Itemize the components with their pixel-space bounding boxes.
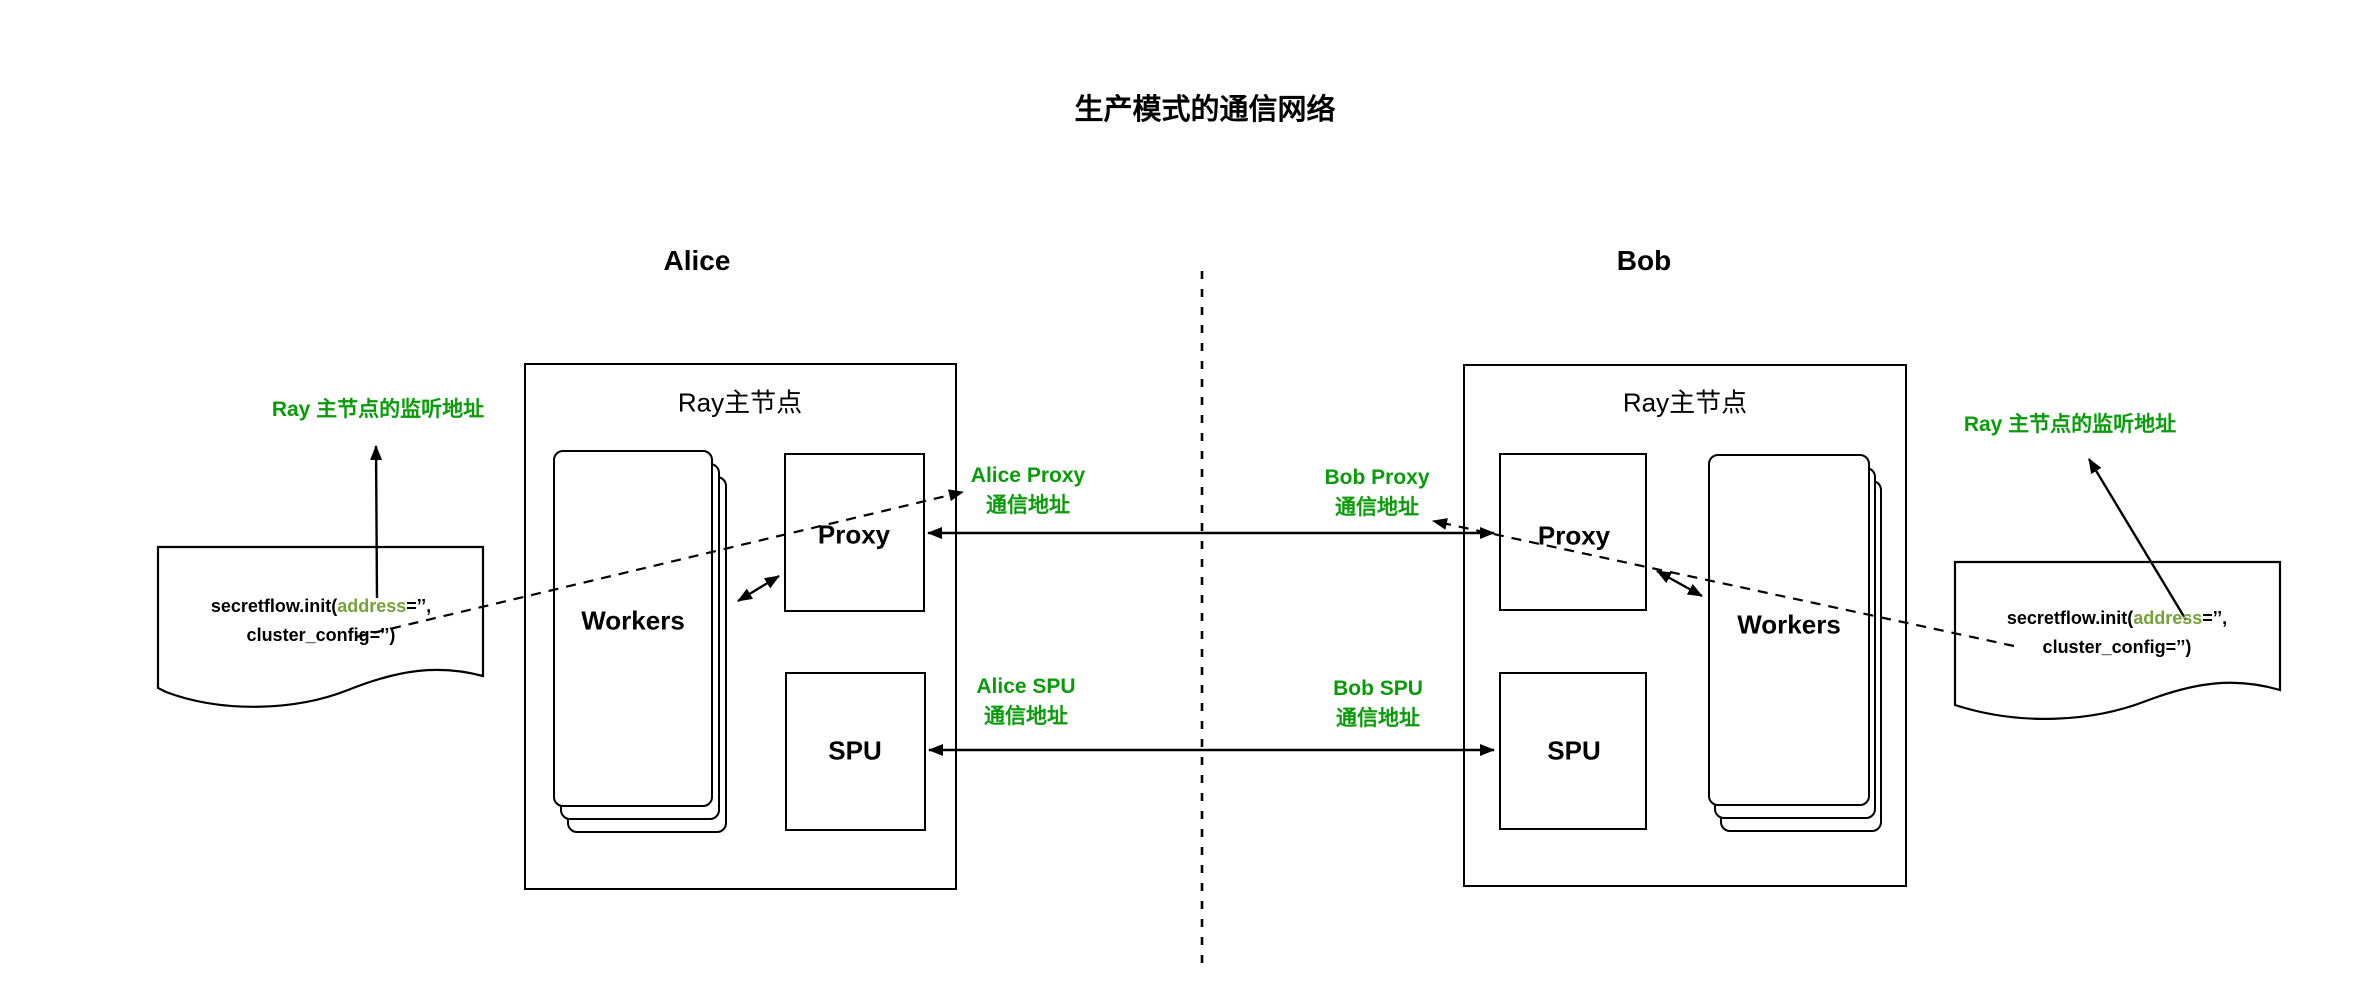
alice-spu-box [785,672,926,831]
bob-proxy-box [1499,453,1647,611]
bob-workers-card-front [1708,454,1870,806]
alice-proxy-box [784,453,925,612]
alice-workers-card-front [553,450,713,807]
bob-spu-box [1499,672,1647,830]
